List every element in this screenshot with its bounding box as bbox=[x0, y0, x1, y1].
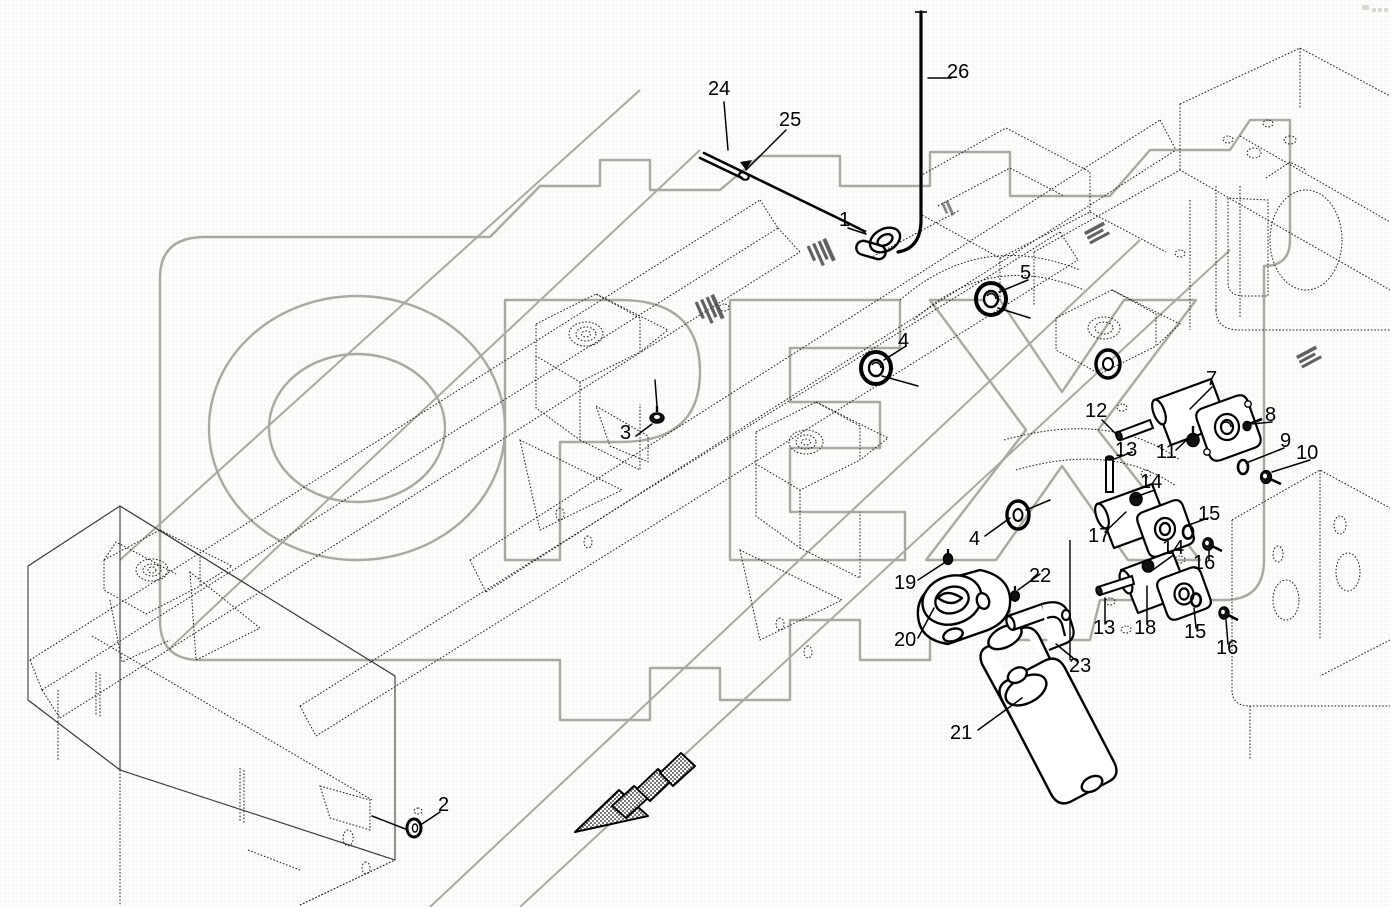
callout-number-14a: 14 bbox=[1140, 471, 1163, 493]
bushing-right-frame bbox=[1094, 348, 1122, 380]
part-19-bolt bbox=[942, 549, 954, 566]
callout-number-12: 12 bbox=[1085, 400, 1108, 422]
part-13-roll-pin-upper bbox=[1105, 455, 1114, 493]
callout-number-9: 9 bbox=[1280, 430, 1292, 452]
part-14-pin-lower bbox=[1141, 559, 1155, 573]
part-1-lever-joint bbox=[847, 221, 902, 261]
part-22-bolt bbox=[1009, 586, 1021, 602]
callout-number-23: 23 bbox=[1069, 655, 1092, 677]
callout-number-14b: 14 bbox=[1162, 537, 1185, 559]
corner-stamp bbox=[1362, 5, 1388, 12]
part-7-tube-assembly bbox=[1151, 377, 1262, 462]
callout-number-4a: 4 bbox=[898, 330, 910, 352]
callout-number-15a: 15 bbox=[1198, 503, 1221, 525]
callout-number-4b: 4 bbox=[969, 528, 981, 550]
part-9-washer bbox=[1236, 458, 1250, 476]
leader-arrowhead-25 bbox=[740, 160, 752, 170]
callout-number-8: 8 bbox=[1265, 404, 1277, 426]
callout-number-11: 11 bbox=[1156, 441, 1177, 463]
part-13-roll-pin-lower bbox=[1095, 574, 1136, 597]
callout-number-15b: 15 bbox=[1184, 621, 1207, 643]
callout-number-25: 25 bbox=[779, 109, 802, 131]
callout-number-16b: 16 bbox=[1216, 637, 1239, 659]
direction-arrow-marker bbox=[574, 752, 696, 833]
part-3-bolt bbox=[649, 406, 665, 424]
callout-number-20: 20 bbox=[894, 629, 917, 651]
callout-number-21: 21 bbox=[950, 722, 973, 744]
callout-number-13b: 13 bbox=[1093, 617, 1116, 639]
part-20-cylinder-eye bbox=[916, 568, 1012, 646]
part-24-linkage-rod bbox=[698, 151, 850, 225]
callout-number-17: 17 bbox=[1088, 525, 1111, 547]
callout-number-10: 10 bbox=[1296, 442, 1319, 464]
frame-decals bbox=[694, 200, 1322, 425]
part-8-bolt bbox=[1242, 417, 1263, 432]
part-12-roll-pin bbox=[1115, 418, 1155, 442]
part-4-bushing-upper bbox=[859, 350, 893, 386]
callout-number-26: 26 bbox=[947, 61, 970, 83]
part-17-tube-assembly bbox=[1094, 482, 1195, 558]
part-23-hose bbox=[1005, 601, 1075, 652]
callout-number-19: 19 bbox=[894, 572, 917, 594]
part-4-bushing-lower bbox=[1005, 499, 1031, 531]
part-15-washer-lower bbox=[1189, 592, 1203, 608]
part-10-bolt bbox=[1259, 469, 1282, 486]
frame-solid-edges bbox=[27, 505, 396, 861]
callout-number-13a: 13 bbox=[1115, 439, 1138, 461]
callout-number-3: 3 bbox=[620, 422, 632, 444]
callout-number-24: 24 bbox=[708, 78, 731, 100]
callout-number-2: 2 bbox=[438, 794, 450, 816]
part-16-bolt-upper bbox=[1202, 537, 1223, 553]
part-16-bolt-lower bbox=[1218, 606, 1239, 622]
callout-number-1: 1 bbox=[839, 209, 851, 231]
callout-number-7: 7 bbox=[1206, 368, 1218, 390]
part-21-hydraulic-cylinder bbox=[979, 623, 1118, 805]
part-2-ring bbox=[405, 817, 423, 839]
leader-lines bbox=[371, 77, 1311, 831]
bushing-rings bbox=[405, 281, 1122, 839]
machine-frame-assembly bbox=[27, 47, 1390, 906]
callout-number-22: 22 bbox=[1029, 565, 1052, 587]
callout-number-18: 18 bbox=[1134, 617, 1157, 639]
callout-number-16a: 16 bbox=[1193, 552, 1216, 574]
part-26-control-rod bbox=[896, 10, 923, 254]
part-5-bushing bbox=[974, 281, 1008, 317]
part-25-rod-collar bbox=[738, 171, 750, 181]
callout-number-5: 5 bbox=[1020, 262, 1032, 284]
